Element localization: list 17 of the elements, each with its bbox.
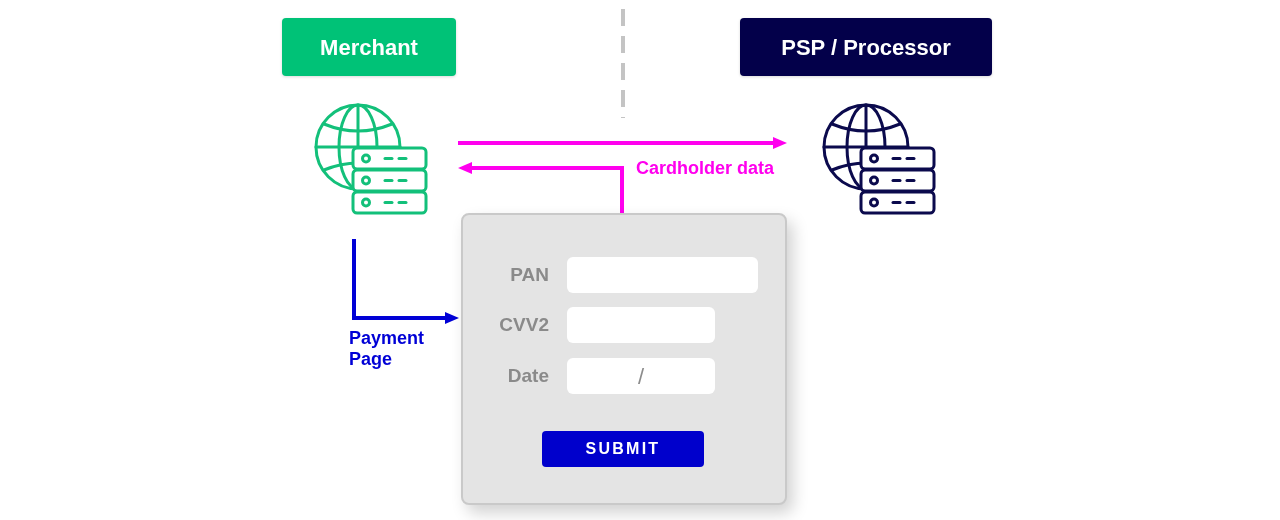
party-header: Merchant bbox=[282, 18, 456, 76]
field-label: PAN bbox=[509, 263, 549, 287]
field-label: Date bbox=[506, 364, 549, 388]
edge-label: Cardholder data bbox=[636, 158, 776, 179]
arrow bbox=[458, 162, 624, 213]
input-field bbox=[567, 257, 758, 293]
arrow bbox=[352, 239, 459, 324]
field-label: CVV2 bbox=[498, 313, 549, 337]
globe-server-icon bbox=[822, 102, 936, 215]
globe-server-icon bbox=[314, 102, 428, 215]
party-header: PSP / Processor bbox=[740, 18, 992, 76]
payment-form-panel bbox=[461, 213, 787, 505]
input-field: / bbox=[567, 358, 715, 394]
input-field bbox=[567, 307, 715, 343]
arrow bbox=[458, 137, 787, 149]
submit-button: SUBMIT bbox=[542, 431, 704, 467]
edge-label: Payment Page bbox=[349, 328, 426, 370]
